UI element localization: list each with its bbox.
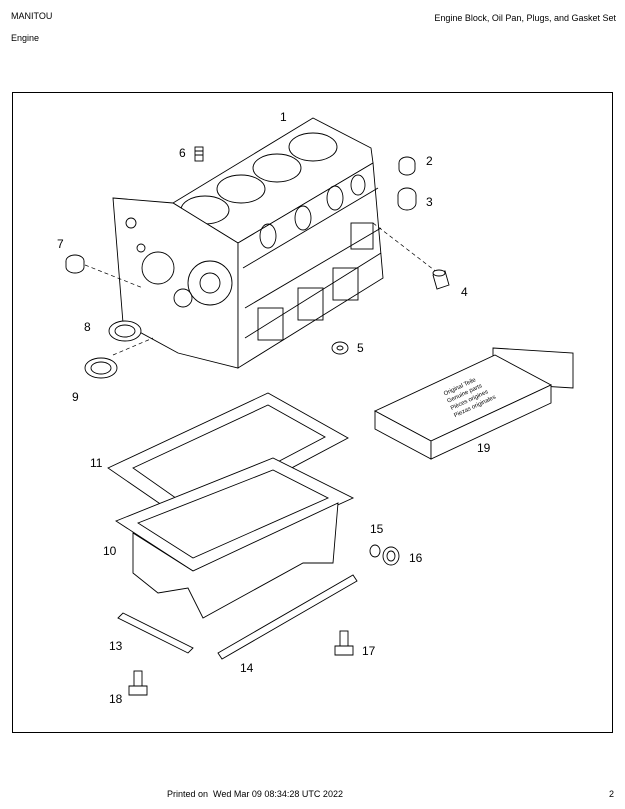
reinforcement-strip-14 bbox=[217, 574, 358, 660]
bearing-part-8 bbox=[108, 320, 142, 342]
callout-13: 13 bbox=[109, 639, 123, 653]
drain-plug-part-16 bbox=[382, 546, 400, 566]
callout-1: 1 bbox=[280, 110, 287, 124]
callout-6: 6 bbox=[179, 146, 186, 160]
gasket-set-box: Original Teile Genuine parts Pièces orig… bbox=[373, 347, 574, 460]
callout-16: 16 bbox=[409, 551, 423, 565]
callout-19: 19 bbox=[477, 441, 491, 455]
oil-pan bbox=[115, 457, 355, 619]
callout-3: 3 bbox=[426, 195, 433, 209]
plug-part-4 bbox=[432, 269, 450, 290]
parts-diagram-frame: Original Teile Genuine parts Pièces orig… bbox=[12, 92, 613, 733]
reinforcement-strip-13 bbox=[117, 612, 194, 654]
callout-9: 9 bbox=[72, 390, 79, 404]
bolt-part-17 bbox=[334, 630, 354, 656]
callout-18: 18 bbox=[109, 692, 123, 706]
section-name: Engine bbox=[11, 33, 40, 43]
bearing-part-9 bbox=[84, 357, 118, 379]
callout-4: 4 bbox=[461, 285, 468, 299]
plug-part-7 bbox=[65, 254, 85, 274]
callout-15: 15 bbox=[370, 522, 384, 536]
callout-14: 14 bbox=[240, 661, 254, 675]
engine-block bbox=[112, 117, 384, 369]
printed-label: Printed on bbox=[167, 789, 209, 799]
callout-7: 7 bbox=[57, 237, 64, 251]
parts-diagram: Original Teile Genuine parts Pièces orig… bbox=[57, 110, 574, 706]
callout-17: 17 bbox=[362, 644, 376, 658]
page-title: Engine Block, Oil Pan, Plugs, and Gasket… bbox=[434, 13, 616, 23]
plug-part-2 bbox=[398, 156, 416, 176]
brand-name: MANITOU bbox=[11, 11, 53, 21]
callout-5: 5 bbox=[357, 341, 364, 355]
plug-part-6 bbox=[194, 146, 204, 162]
plug-part-5 bbox=[331, 341, 349, 355]
callout-2: 2 bbox=[426, 154, 433, 168]
o-ring-part-15 bbox=[369, 544, 381, 558]
printed-date: Wed Mar 09 08:34:28 UTC 2022 bbox=[213, 789, 343, 799]
callout-10: 10 bbox=[103, 544, 117, 558]
page-number: 2 bbox=[608, 789, 614, 799]
bolt-part-18 bbox=[128, 670, 148, 696]
plug-part-3 bbox=[397, 187, 417, 211]
printed-on-footer: Printed on Wed Mar 09 08:34:28 UTC 2022 bbox=[167, 789, 343, 799]
callout-11: 11 bbox=[90, 456, 103, 470]
callout-8: 8 bbox=[84, 320, 91, 334]
